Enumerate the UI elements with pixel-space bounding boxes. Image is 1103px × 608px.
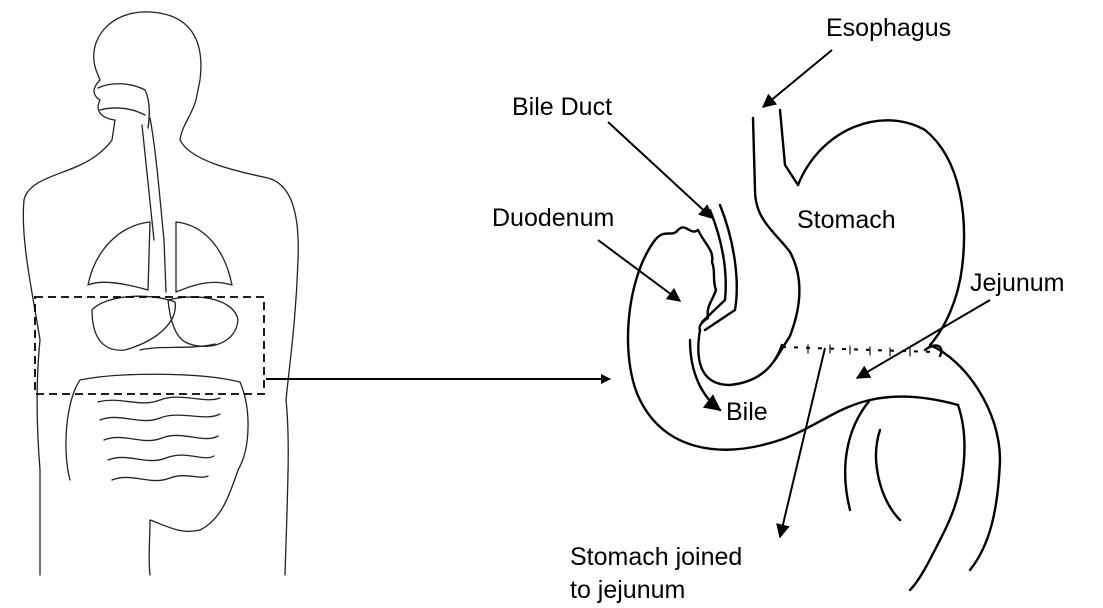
label-bile-duct: Bile Duct — [512, 93, 612, 121]
duodenum-inner — [698, 330, 782, 385]
label-bile: Bile — [726, 398, 768, 426]
jejunum-leader — [857, 300, 990, 378]
bile-duct-leader — [608, 122, 712, 218]
nasal-cavity — [98, 84, 149, 128]
body-outline-figure — [23, 12, 298, 575]
duodenum-folds — [655, 227, 716, 330]
body-small-intestine — [98, 397, 220, 480]
jejunum-lower-loop — [845, 400, 900, 520]
jejunum-outline — [910, 345, 1000, 590]
label-jejunum: Jejunum — [970, 269, 1065, 297]
label-stomach-joined-line2: to jejunum — [570, 576, 685, 604]
body-large-intestine — [66, 374, 248, 575]
bypass-anatomy — [628, 110, 1000, 590]
esophagus-tube-left — [753, 118, 799, 360]
left-lung — [88, 222, 150, 290]
label-stomach: Stomach — [797, 206, 896, 234]
oral-cavity — [100, 108, 145, 115]
body-liver — [92, 296, 175, 350]
stomach-joined-leader — [780, 348, 825, 537]
body-stomach — [168, 297, 238, 346]
duodenum-outline — [628, 240, 958, 450]
right-lung — [176, 222, 232, 292]
body-esophagus — [150, 118, 166, 292]
duodenum-leader — [598, 240, 680, 301]
esophagus-tube-right — [780, 110, 798, 185]
body-silhouette — [23, 12, 298, 575]
label-esophagus: Esophagus — [826, 14, 951, 42]
label-stomach-joined-line1: Stomach joined — [570, 543, 742, 571]
label-duodenum: Duodenum — [492, 204, 614, 232]
esophagus-leader — [763, 50, 832, 107]
